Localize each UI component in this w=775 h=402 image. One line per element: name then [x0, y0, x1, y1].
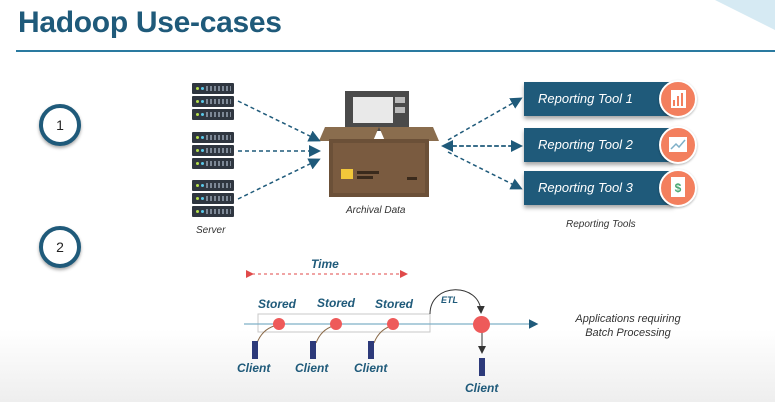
- step-badge-2: 2: [39, 226, 81, 268]
- server-icon: [192, 83, 234, 121]
- server-icon: [192, 132, 234, 170]
- timeline-dot: [387, 318, 399, 330]
- client-icon: [368, 341, 374, 359]
- app-text-line2: Batch Processing: [585, 327, 671, 339]
- svg-text:$: $: [675, 181, 682, 195]
- client-icon: [310, 341, 316, 359]
- client-label-4: Client: [465, 381, 499, 395]
- timeline-dot-etl: [473, 316, 490, 333]
- stored-label-2: Stored: [317, 296, 356, 310]
- etl-label: ETL: [441, 295, 458, 305]
- stored-label-3: Stored: [375, 297, 414, 311]
- reporting-tool-3: Reporting Tool 3: [524, 171, 674, 205]
- server-icon: [192, 180, 234, 218]
- reporting-tool-2: Reporting Tool 2: [524, 128, 674, 162]
- stored-label-1: Stored: [258, 297, 297, 311]
- client-label-2: Client: [295, 361, 329, 375]
- corner-decoration: [715, 0, 775, 30]
- timeline-dot: [330, 318, 342, 330]
- timeline-dot: [273, 318, 285, 330]
- title-underline: [16, 50, 775, 52]
- reporting-tool-1: Reporting Tool 1: [524, 82, 674, 116]
- line-chart-icon: [659, 126, 697, 164]
- slide-title: Hadoop Use-cases: [18, 6, 282, 39]
- archive-label: Archival Data: [346, 205, 406, 216]
- time-label: Time: [311, 257, 339, 271]
- archive-box-icon: [319, 91, 439, 197]
- reporting-tools-label: Reporting Tools: [566, 219, 636, 230]
- client-label-3: Client: [354, 361, 388, 375]
- server-label: Server: [196, 225, 226, 236]
- client-icon: [479, 358, 485, 376]
- client-icon: [252, 341, 258, 359]
- dollar-document-icon: $: [659, 169, 697, 207]
- step-badge-1: 1: [39, 104, 81, 146]
- client-label-1: Client: [237, 361, 271, 375]
- app-text-line1: Applications requiring: [575, 313, 681, 325]
- bar-chart-icon: [659, 80, 697, 118]
